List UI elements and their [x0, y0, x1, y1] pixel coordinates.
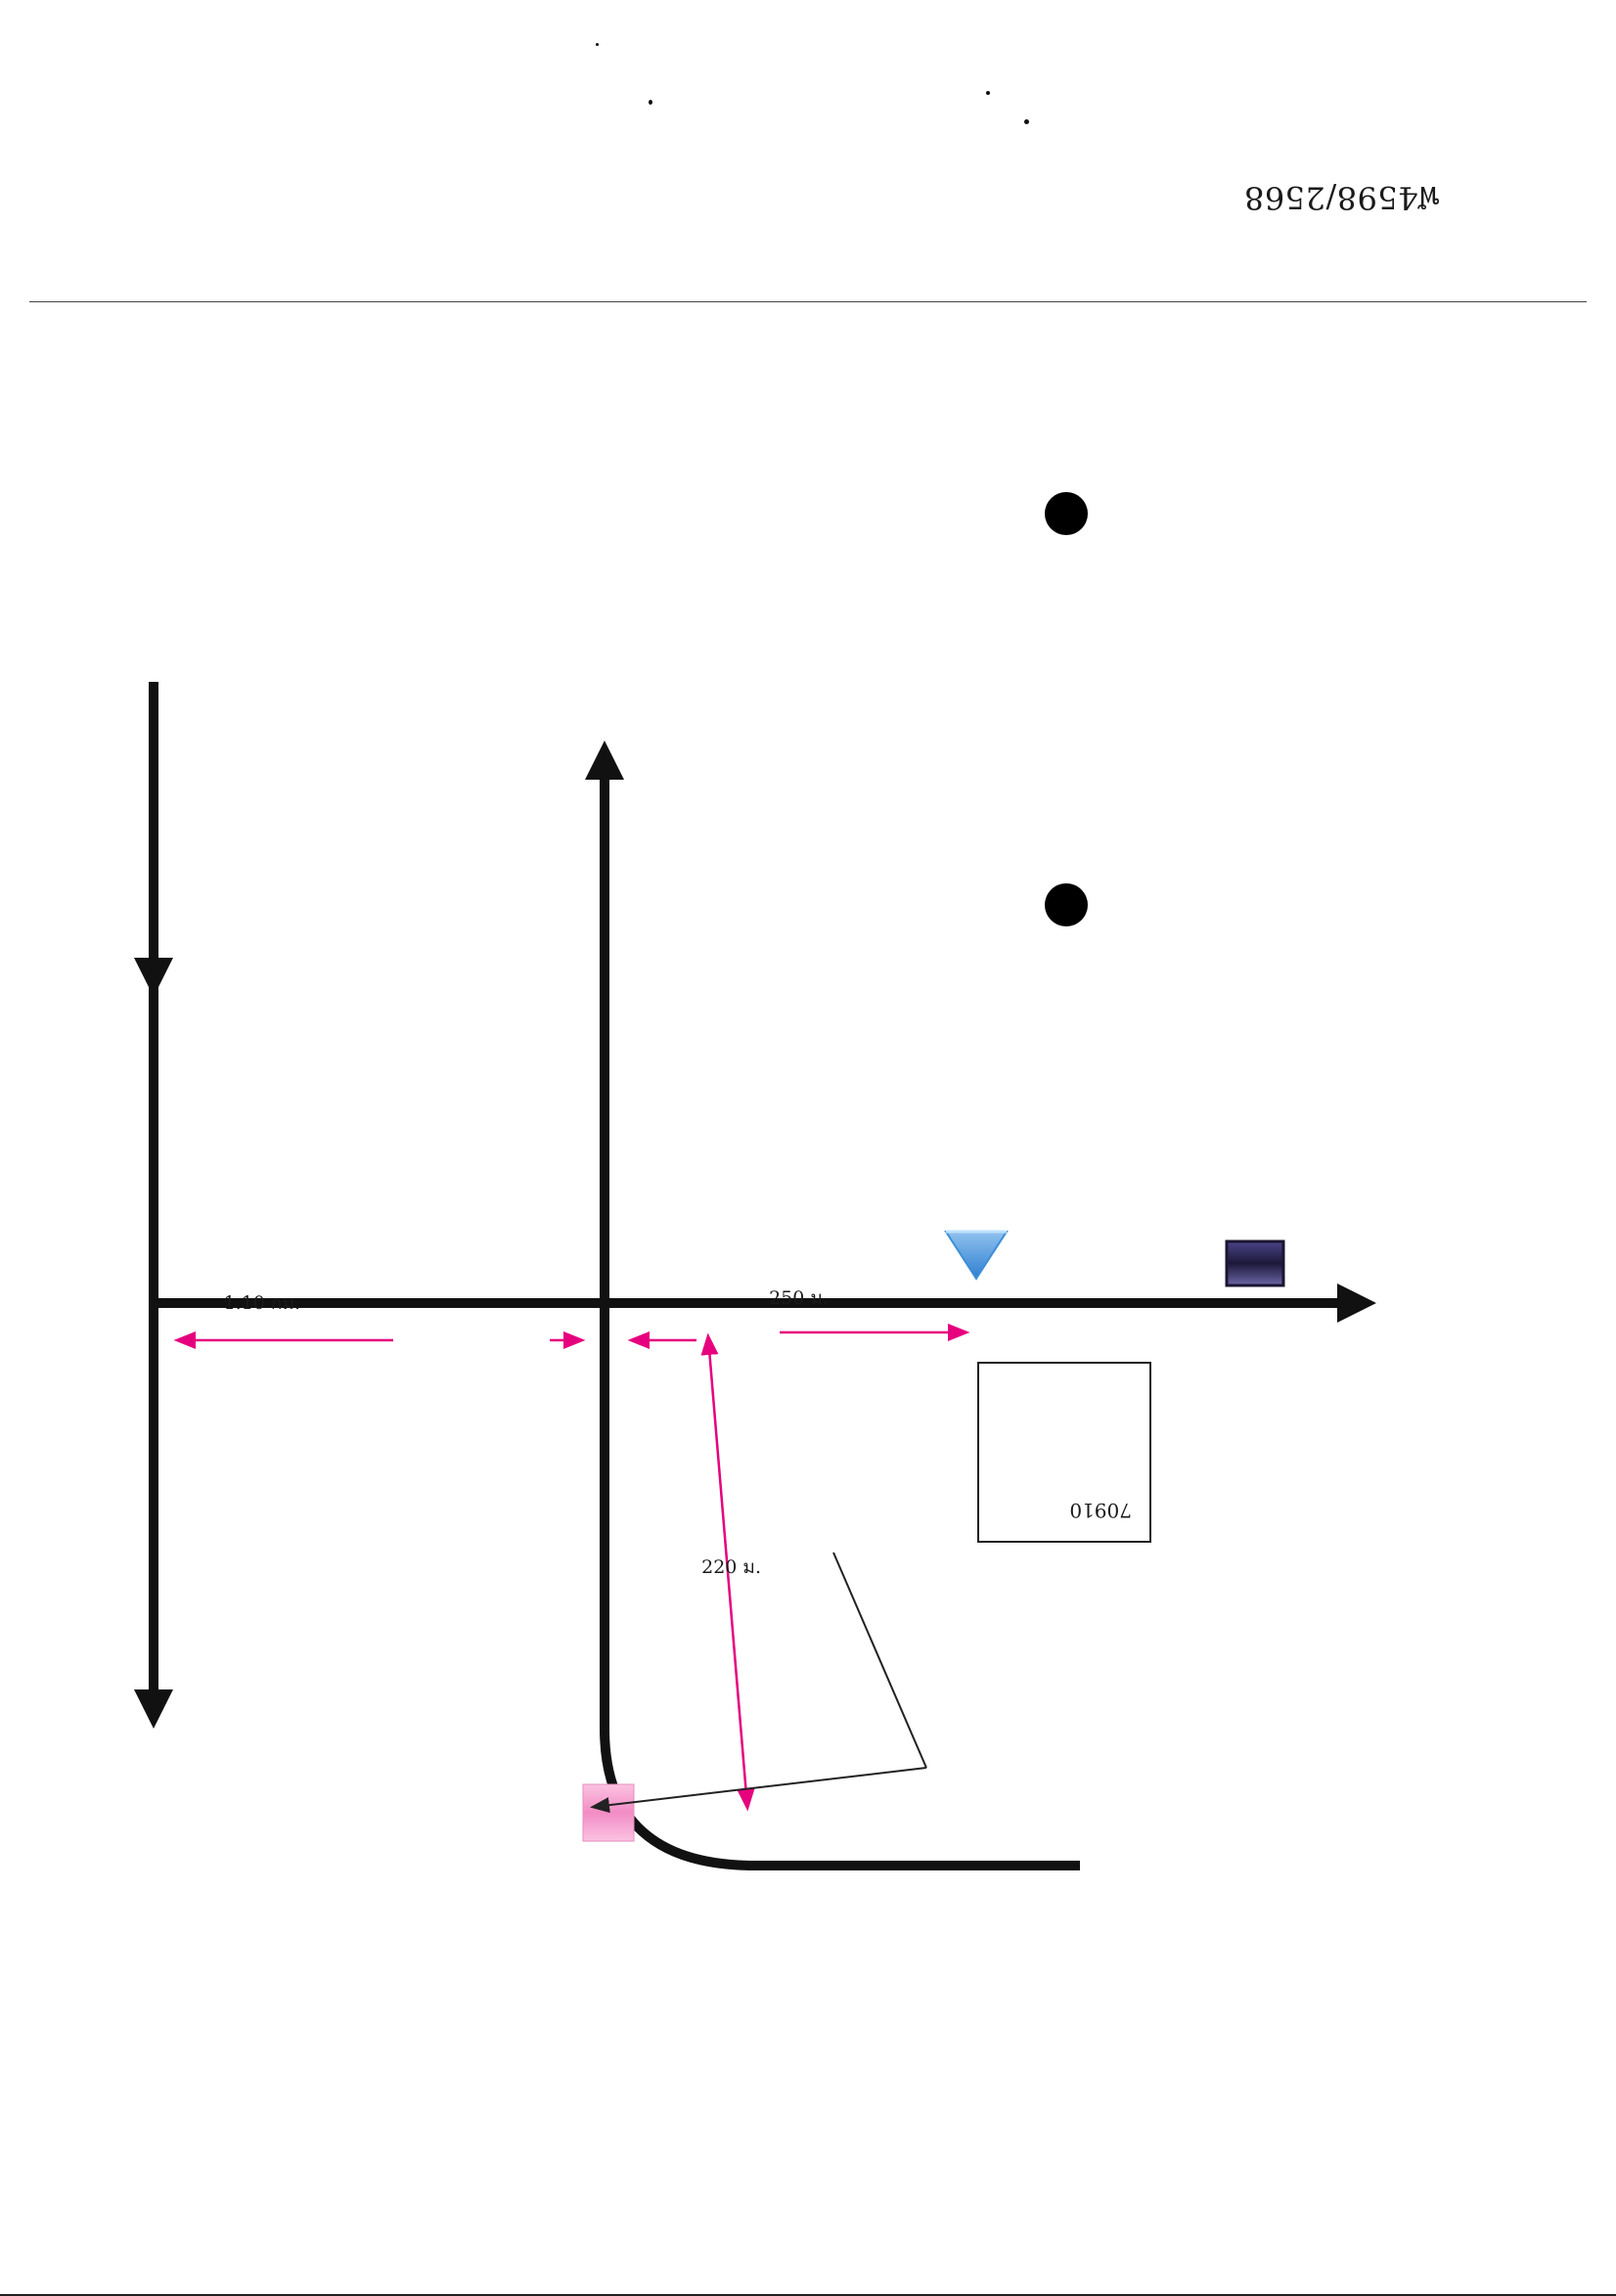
- distance-label-250m: 250 ม.: [769, 1287, 829, 1309]
- distance-label-220m: 220 ม.: [701, 1556, 761, 1578]
- triangle-landmark: [944, 1231, 1009, 1281]
- square-landmark: [1225, 1239, 1285, 1287]
- distance-label-1-10km: 1.10 กม.: [223, 1292, 300, 1314]
- distance-arrow-220: [700, 1332, 755, 1812]
- callout-pointer-head: [590, 1767, 927, 1814]
- middle-road-curve: [600, 1303, 1080, 1870]
- callout-pointer: [832, 1552, 927, 1769]
- callout-postcode: 70910: [1069, 1499, 1132, 1522]
- property-callout-box: 70910: [977, 1362, 1151, 1543]
- property-marker: [582, 1783, 635, 1842]
